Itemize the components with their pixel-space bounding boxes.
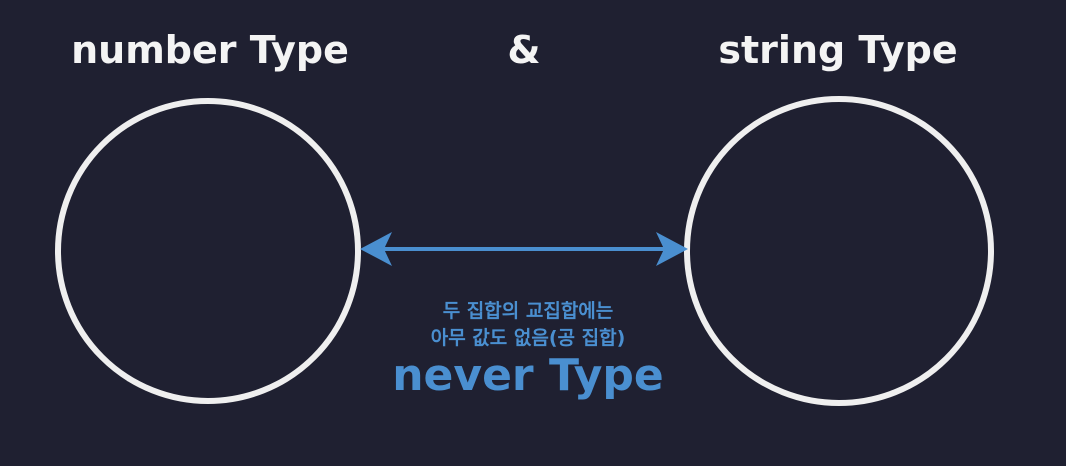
string-set-circle (684, 96, 994, 406)
double-arrow-icon (360, 232, 688, 266)
intersection-note: 두 집합의 교집합에는 아무 값도 없음(공 집합) (431, 298, 626, 352)
number-set-circle (55, 98, 361, 404)
number-type-label: number Type (71, 28, 349, 72)
note-line-2: 아무 값도 없음(공 집합) (430, 327, 626, 349)
never-type-label: never Type (392, 350, 664, 401)
intersection-operator: & (507, 28, 541, 72)
note-line-1: 두 집합의 교집합에는 (442, 300, 614, 322)
string-type-label: string Type (718, 28, 958, 72)
